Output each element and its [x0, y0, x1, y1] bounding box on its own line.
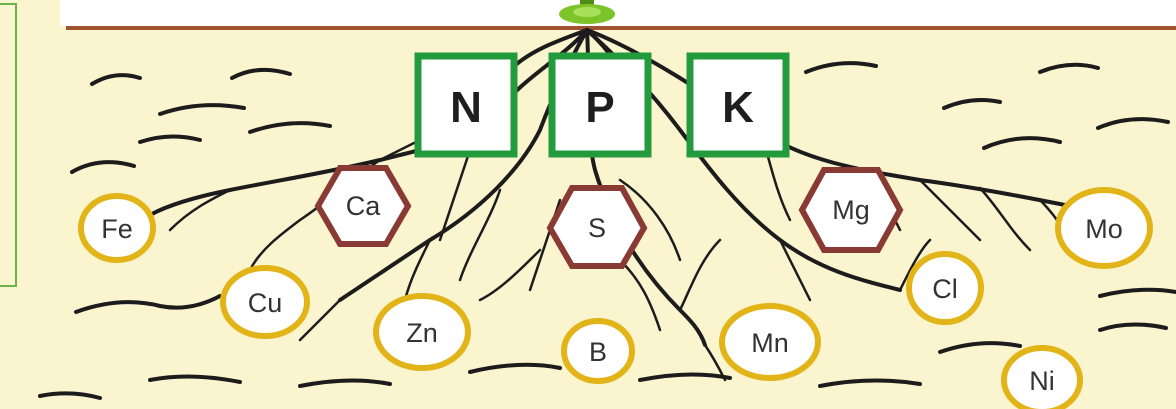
- micronutrient-fe-label: Fe: [101, 214, 133, 244]
- micronutrient-ni: Ni: [1001, 345, 1083, 409]
- micronutrient-b: B: [561, 318, 635, 384]
- micronutrient-ni-label: Ni: [1029, 366, 1055, 396]
- macronutrient-k-label: K: [722, 83, 754, 132]
- secondary-nutrient-s: S: [546, 185, 648, 269]
- micronutrient-mo-label: Mo: [1085, 214, 1123, 244]
- micronutrient-mn-label: Mn: [751, 328, 789, 358]
- macronutrient-p: P: [548, 52, 652, 158]
- micronutrient-cl-label: Cl: [932, 274, 958, 304]
- micronutrient-mo: Mo: [1055, 187, 1153, 269]
- plant-icon: [559, 0, 615, 24]
- micronutrient-cu-label: Cu: [248, 288, 283, 318]
- micronutrient-cl: Cl: [906, 251, 984, 325]
- left-panel: [0, 3, 17, 287]
- micronutrient-b-label: B: [589, 337, 607, 367]
- micronutrient-fe: Fe: [78, 193, 156, 263]
- sky-strip: [60, 0, 1176, 26]
- micronutrient-zn-label: Zn: [406, 318, 438, 348]
- micronutrient-mn: Mn: [719, 303, 821, 381]
- macronutrient-n-label: N: [450, 83, 482, 132]
- micronutrient-zn: Zn: [373, 293, 471, 371]
- secondary-nutrient-ca-label: Ca: [346, 191, 381, 221]
- secondary-nutrient-s-label: S: [588, 213, 606, 243]
- macronutrient-p-label: P: [585, 83, 614, 132]
- macronutrient-k: K: [686, 52, 790, 158]
- secondary-nutrient-mg-label: Mg: [832, 195, 870, 225]
- soil-texture: [38, 61, 1176, 400]
- secondary-nutrient-mg: Mg: [798, 167, 904, 253]
- secondary-nutrient-ca: Ca: [314, 165, 412, 247]
- macronutrient-n: N: [414, 52, 518, 158]
- micronutrient-cu: Cu: [220, 265, 310, 339]
